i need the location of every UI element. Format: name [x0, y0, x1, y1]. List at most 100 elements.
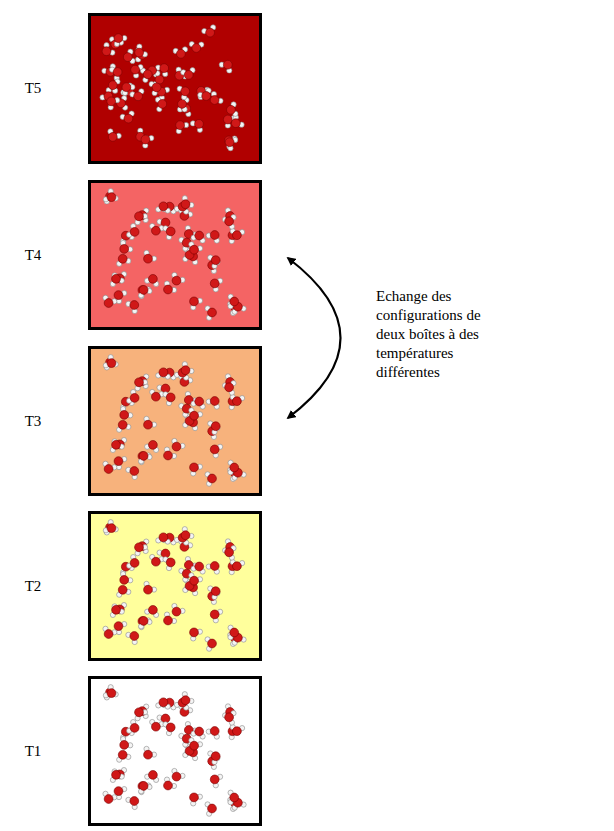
oxygen-atom — [210, 775, 219, 784]
oxygen-atom — [172, 442, 181, 451]
oxygen-atom — [195, 562, 204, 571]
oxygen-atom — [118, 585, 127, 594]
oxygen-atom — [159, 202, 168, 211]
oxygen-atom — [210, 279, 219, 288]
oxygen-atom — [210, 727, 219, 736]
oxygen-atom — [124, 114, 133, 123]
oxygen-atom — [208, 804, 217, 813]
oxygen-atom — [112, 274, 121, 283]
oxygen-atom — [181, 200, 190, 209]
temperature-label: T1 — [25, 743, 42, 760]
oxygen-atom — [131, 65, 140, 74]
oxygen-atom — [225, 713, 234, 722]
oxygen-atom — [208, 308, 217, 317]
exchange-label: Echange des configurations de deux boîte… — [376, 287, 511, 382]
oxygen-atom — [112, 770, 121, 779]
oxygen-atom — [192, 44, 201, 53]
oxygen-atom — [152, 226, 161, 235]
oxygen-atom — [190, 463, 199, 472]
exchange-arrow — [288, 258, 341, 418]
oxygen-atom — [135, 708, 144, 717]
water-molecules — [91, 183, 259, 327]
oxygen-atom — [227, 105, 236, 114]
oxygen-atom — [107, 97, 116, 106]
oxygen-atom — [113, 68, 122, 77]
oxygen-atom — [211, 422, 220, 431]
temperature-label: T4 — [25, 247, 42, 264]
temperature-label: T2 — [25, 578, 42, 595]
oxygen-atom — [181, 696, 190, 705]
oxygen-atom — [144, 420, 153, 429]
oxygen-atom — [178, 100, 187, 109]
water-molecules — [91, 514, 259, 658]
oxygen-atom — [107, 524, 116, 533]
oxygen-atom — [223, 60, 232, 69]
oxygen-atom — [190, 411, 199, 420]
oxygen-atom — [190, 245, 199, 254]
oxygen-atom — [195, 120, 204, 129]
temperature-label: T3 — [25, 413, 42, 430]
water-molecules — [91, 16, 259, 161]
oxygen-atom — [141, 135, 150, 144]
oxygen-atom — [172, 772, 181, 781]
oxygen-atom — [190, 297, 199, 306]
oxygen-atom — [172, 607, 181, 616]
oxygen-atom — [130, 228, 139, 237]
oxygen-atom — [120, 576, 129, 585]
oxygen-atom — [176, 121, 185, 130]
oxygen-atom — [130, 632, 139, 641]
oxygen-atom — [134, 92, 143, 101]
oxygen-atom — [159, 368, 168, 377]
oxygen-atom — [139, 286, 148, 295]
water-molecules — [91, 679, 259, 823]
oxygen-atom — [195, 727, 204, 736]
oxygen-atom — [208, 474, 217, 483]
oxygen-atom — [139, 452, 148, 461]
oxygen-atom — [152, 83, 161, 92]
oxygen-atom — [135, 212, 144, 221]
oxygen-atom — [159, 698, 168, 707]
oxygen-atom — [152, 392, 161, 401]
oxygen-atom — [135, 48, 144, 57]
oxygen-atom — [210, 231, 219, 240]
oxygen-atom — [164, 285, 173, 294]
oxygen-atom — [202, 92, 211, 101]
oxygen-atom — [181, 366, 190, 375]
simulation-box: T1 — [88, 676, 262, 826]
oxygen-atom — [135, 543, 144, 552]
simulation-box: T4 — [88, 180, 262, 330]
oxygen-atom — [108, 81, 117, 90]
oxygen-atom — [152, 722, 161, 731]
oxygen-atom — [233, 727, 242, 736]
oxygen-atom — [149, 606, 158, 615]
oxygen-atom — [102, 47, 111, 56]
oxygen-atom — [166, 723, 175, 732]
oxygen-atom — [159, 533, 168, 542]
simulation-box: T3 — [88, 346, 262, 496]
oxygen-atom — [130, 559, 139, 568]
oxygen-atom — [225, 383, 234, 392]
oxygen-atom — [144, 585, 153, 594]
oxygen-atom — [139, 782, 148, 791]
oxygen-atom — [114, 787, 123, 796]
oxygen-atom — [130, 467, 139, 476]
oxygen-atom — [164, 451, 173, 460]
oxygen-atom — [225, 217, 234, 226]
oxygen-atom — [135, 378, 144, 387]
oxygen-atom — [184, 71, 193, 80]
oxygen-atom — [230, 628, 239, 637]
oxygen-atom — [164, 781, 173, 790]
oxygen-atom — [190, 793, 199, 802]
oxygen-atom — [210, 562, 219, 571]
oxygen-atom — [120, 741, 129, 750]
oxygen-atom — [143, 70, 152, 79]
oxygen-atom — [210, 610, 219, 619]
oxygen-atom — [104, 465, 113, 474]
oxygen-atom — [158, 100, 167, 109]
oxygen-atom — [114, 34, 123, 43]
oxygen-atom — [231, 119, 240, 128]
oxygen-atom — [210, 96, 219, 105]
oxygen-atom — [210, 397, 219, 406]
oxygen-atom — [149, 441, 158, 450]
oxygen-atom — [118, 750, 127, 759]
